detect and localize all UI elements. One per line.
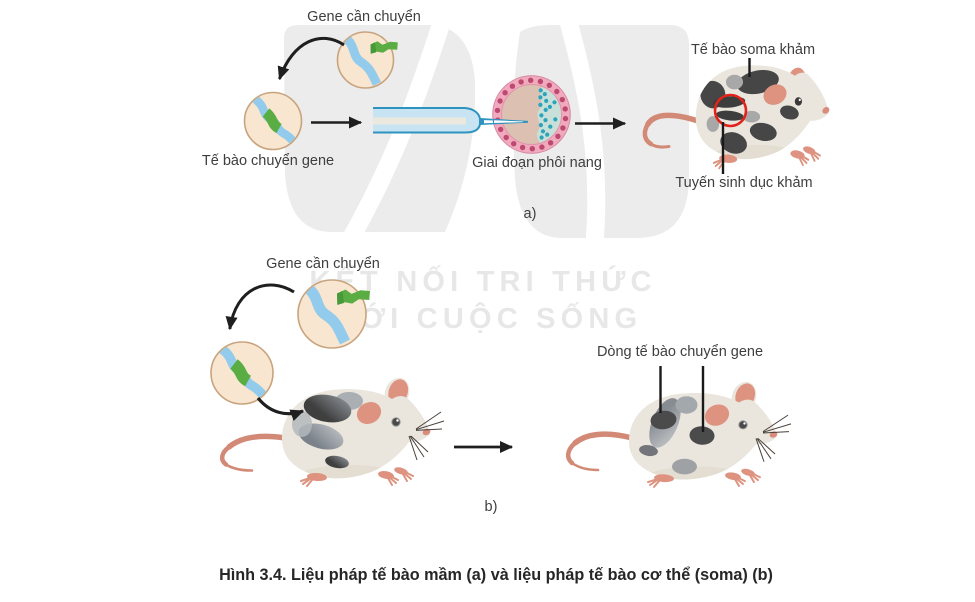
patch (689, 426, 715, 445)
cell-gene-source-a (336, 31, 398, 89)
feet (712, 146, 821, 170)
gene-ribbon (370, 41, 398, 54)
mouse-b2-tail (565, 431, 635, 472)
mouse-b2 (629, 381, 792, 488)
patch (639, 445, 658, 457)
patch (743, 110, 761, 123)
patch (725, 74, 744, 90)
patch (303, 394, 352, 423)
label-part-b: b) (484, 499, 498, 515)
label-gene-b: Gene cần chuyển (266, 256, 380, 272)
cell-transgenic-b (210, 341, 274, 405)
chromosome-blue (342, 34, 382, 87)
patch (325, 455, 349, 469)
eye (391, 417, 401, 427)
patch (292, 411, 312, 437)
patch (650, 410, 677, 430)
patch (675, 396, 698, 414)
label-soma: Tế bào soma khảm (690, 42, 816, 58)
eye (794, 97, 802, 106)
label-transgenic-cell: Tế bào chuyển gene (201, 153, 335, 169)
watermark-line2: VỚI CUỘC SỐNG (335, 303, 643, 335)
gene-ribbon (337, 289, 370, 305)
patch (706, 116, 720, 132)
feet (647, 468, 761, 488)
gonad-patch (716, 110, 744, 121)
neck-patch (356, 402, 382, 424)
neck-patch (763, 84, 787, 105)
mouse-a-tail (642, 112, 701, 149)
blastocyst (492, 75, 571, 154)
label-clone: Dòng tế bào chuyển gene (596, 344, 764, 360)
curved-arrow-b (225, 283, 295, 331)
label-part-a: a) (523, 206, 537, 222)
neck-patch (704, 404, 730, 426)
whiskers (755, 414, 792, 462)
cell-transgenic-a (243, 91, 303, 151)
curved-arrow-a (277, 36, 345, 81)
eye (738, 420, 748, 430)
label-blastocyst: Giai đoạn phôi nang (472, 155, 602, 171)
figure-caption: Hình 3.4. Liệu pháp tế bào mầm (a) và li… (219, 566, 773, 584)
label-gonad: Tuyến sinh dục khảm (675, 175, 813, 191)
patch (672, 458, 697, 475)
cell-gene-source-b (297, 279, 370, 349)
label-gene-a: Gene cần chuyển (307, 9, 421, 25)
nose (822, 107, 830, 114)
curved-arrow-b2 (256, 396, 305, 421)
patch (749, 122, 777, 142)
mouse-b1 (282, 377, 445, 487)
mouse-b1-tail (219, 433, 288, 472)
patch (720, 132, 747, 154)
patch (780, 105, 799, 120)
feet (300, 467, 414, 487)
gonad-annotation-circle (713, 93, 748, 128)
micropipette (373, 107, 528, 134)
whiskers (408, 411, 445, 461)
